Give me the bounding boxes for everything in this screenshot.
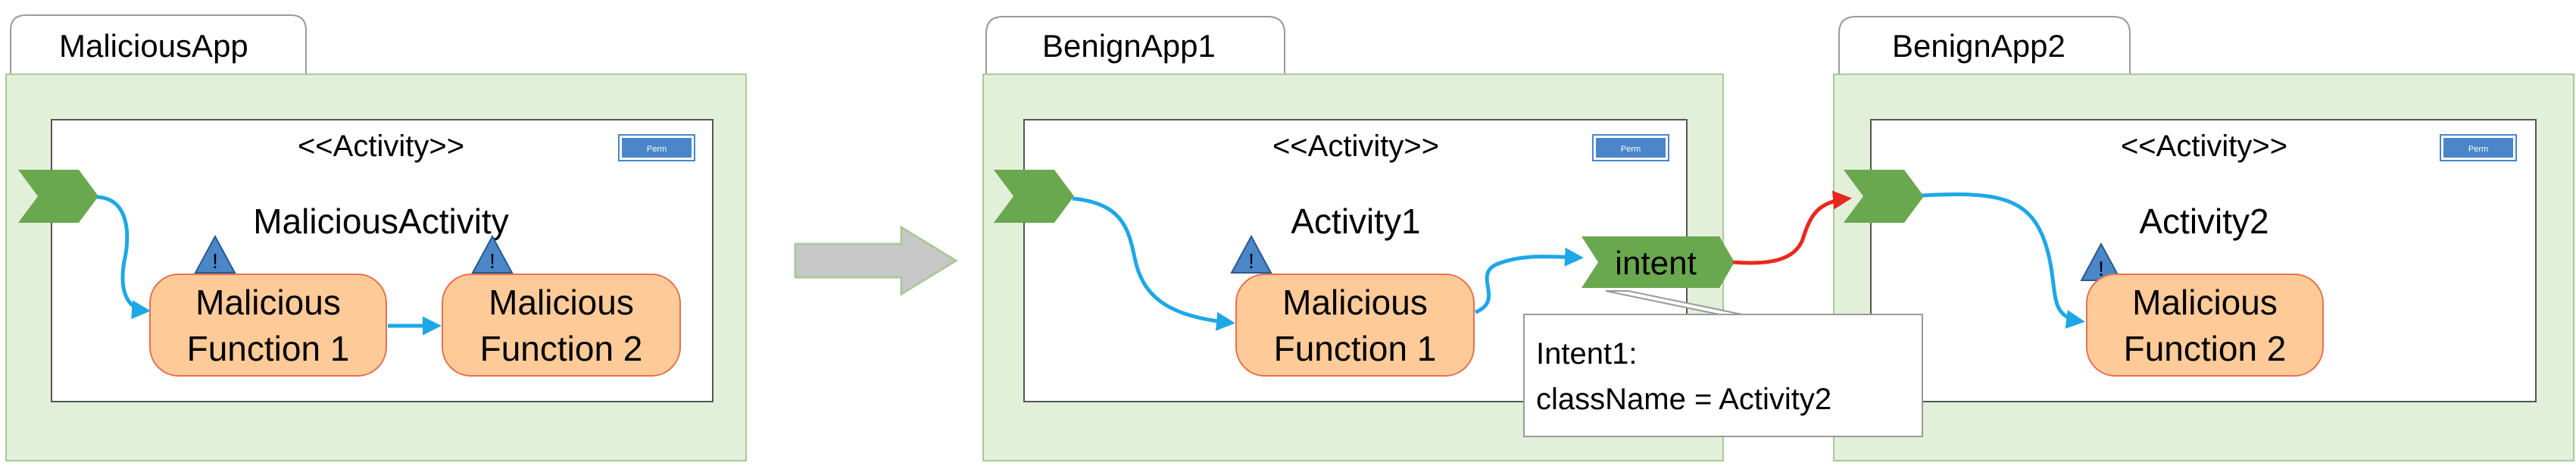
activity-name: Activity1: [1291, 202, 1420, 241]
entry-point-icon: [1844, 170, 1924, 223]
svg-text:Function 1: Function 1: [1274, 329, 1437, 368]
app-tab: [10, 14, 307, 75]
app-title: BenignApp1: [1042, 28, 1216, 64]
intent-label: intent: [1615, 245, 1697, 282]
perm-badge-label: Perm: [1621, 145, 1641, 154]
function-box-benign-2: Malicious Function 2: [2086, 274, 2324, 377]
entry-point-icon: [994, 170, 1074, 223]
svg-text:Function 1: Function 1: [187, 329, 350, 368]
app-benign-2: BenignApp2 <<Activity>> Perm Activity2 !…: [1833, 16, 2574, 461]
flow-arrow: [1072, 196, 1235, 331]
function-box-malicious-1: Malicious Function 1: [149, 274, 387, 377]
intent-note: [1523, 314, 1923, 437]
activity-stereotype: <<Activity>>: [298, 130, 464, 163]
intent-note-line-2: className = Activity2: [1536, 383, 1831, 416]
svg-text:!: !: [2098, 257, 2104, 280]
intent-arrow: [1732, 190, 1852, 265]
activity-stereotype: <<Activity>>: [2121, 130, 2287, 163]
intent-note-line-1: Intent1:: [1536, 337, 1637, 371]
warning-icon: !: [1230, 234, 1272, 274]
flow-arrow: [1922, 192, 2085, 329]
perm-badge-label: Perm: [2468, 145, 2488, 154]
svg-text:!: !: [212, 249, 218, 273]
svg-text:Function 2: Function 2: [480, 329, 643, 368]
perm-badge: Perm: [2440, 134, 2517, 161]
svg-text:Malicious: Malicious: [2132, 283, 2278, 322]
function-box-benign-1: Malicious Function 1: [1235, 274, 1475, 377]
svg-text:!: !: [1248, 249, 1254, 273]
flow-arrow: [1474, 247, 1584, 314]
svg-text:Function 2: Function 2: [2124, 329, 2287, 368]
svg-text:Malicious: Malicious: [489, 283, 634, 322]
intent-tag: [1582, 236, 1735, 288]
svg-text:!: !: [489, 249, 495, 273]
activity-name: Activity2: [2139, 202, 2268, 241]
app-title: MaliciousApp: [59, 28, 248, 64]
warning-icon: !: [194, 234, 236, 274]
perm-badge: Perm: [1592, 134, 1669, 161]
app-malicious: MaliciousApp <<Activity>> Perm Malicious…: [5, 14, 747, 461]
app-tab: [985, 16, 1285, 75]
flow-arrow: [96, 195, 151, 320]
function-box-malicious-2: Malicious Function 2: [442, 274, 681, 377]
svg-text:Malicious: Malicious: [195, 283, 341, 322]
transition-arrow-icon: [794, 225, 958, 296]
svg-text:Malicious: Malicious: [1282, 283, 1428, 322]
activity-stereotype: <<Activity>>: [1272, 130, 1439, 163]
intent-flow: intent Intent1: className = Activity2: [1523, 190, 1923, 437]
entry-point-icon: [18, 170, 98, 223]
activity-name: MaliciousActivity: [253, 202, 508, 241]
warning-icon: !: [471, 234, 514, 274]
perm-badge: Perm: [618, 134, 695, 161]
app-tab: [1838, 16, 2131, 75]
perm-badge-label: Perm: [647, 145, 667, 154]
app-title: BenignApp2: [1892, 28, 2065, 64]
